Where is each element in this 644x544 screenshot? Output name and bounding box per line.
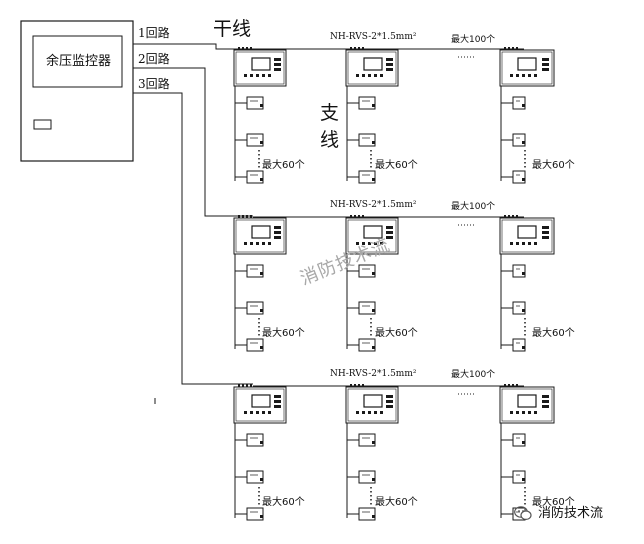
max-100-row-3: 最大100个 xyxy=(451,370,496,380)
pressure-controller-r3-c1 xyxy=(233,384,287,424)
pressure-controller-r1-c3 xyxy=(499,47,555,87)
pressure-sensor-r1-c3-2 xyxy=(501,133,526,147)
pressure-sensor-r3-c1-1 xyxy=(235,433,264,447)
max-100-row-2: 最大100个 xyxy=(451,202,496,212)
monitor-indicator xyxy=(33,119,52,130)
wechat-icon xyxy=(514,506,532,520)
loop-1-wire xyxy=(133,43,253,50)
pressure-sensor-r1-c2-1 xyxy=(347,96,376,110)
pressure-sensor-r2-c2-3 xyxy=(347,338,376,352)
pressure-sensor-r3-c2-1 xyxy=(347,433,376,447)
max-60-r3-c2: 最大60个 xyxy=(375,497,418,508)
watermark-bottom: 消防技术流 xyxy=(538,506,604,521)
monitor-display-panel xyxy=(32,35,123,88)
loop-3-label: 3回路 xyxy=(138,77,170,91)
loop-2-wire xyxy=(133,67,253,217)
max-60-r3-c1: 最大60个 xyxy=(262,497,305,508)
max-60-r2-c1: 最大60个 xyxy=(262,328,305,339)
pressure-sensor-r3-c1-2 xyxy=(235,470,264,484)
pressure-sensor-r2-c3-1 xyxy=(501,264,526,278)
cable-spec-row-1: NH-RVS-2*1.5mm² xyxy=(330,32,417,42)
pressure-sensor-r2-c2-1 xyxy=(347,264,376,278)
max-60-r2-c3: 最大60个 xyxy=(532,328,575,339)
max-60-r3-c3: 最大60个 xyxy=(532,497,575,508)
cable-spec-row-2: NH-RVS-2*1.5mm² xyxy=(330,200,417,210)
branch-label-char-2: 线 xyxy=(320,129,340,151)
pressure-sensor-r3-c3-1 xyxy=(501,433,526,447)
pressure-sensor-r1-c2-3 xyxy=(347,170,376,184)
pressure-sensor-r3-c1-3 xyxy=(235,507,264,521)
max-60-r1-c1: 最大60个 xyxy=(262,160,305,171)
max-60-r1-c3: 最大60个 xyxy=(532,160,575,171)
pressure-controller-r2-c2 xyxy=(345,215,399,255)
pressure-sensor-r3-c2-3 xyxy=(347,507,376,521)
max-60-r2-c2: 最大60个 xyxy=(375,328,418,339)
pressure-controller-r1-c2 xyxy=(345,47,399,87)
loop-1-label: 1回路 xyxy=(138,26,170,40)
pressure-sensor-r1-c3-3 xyxy=(501,170,526,184)
pressure-sensor-r1-c2-2 xyxy=(347,133,376,147)
pressure-sensor-r3-c2-2 xyxy=(347,470,376,484)
pressure-sensor-r2-c1-2 xyxy=(235,301,264,315)
pressure-sensor-r1-c1-3 xyxy=(235,170,264,184)
branch-label-char-1: 支 xyxy=(320,102,340,124)
pressure-sensor-r2-c1-3 xyxy=(235,338,264,352)
pressure-sensor-r3-c3-2 xyxy=(501,470,526,484)
cable-spec-row-3: NH-RVS-2*1.5mm² xyxy=(330,369,417,379)
pressure-controller-r3-c3 xyxy=(499,384,555,424)
trunk-line-label: 干线 xyxy=(213,18,252,40)
pressure-sensor-r2-c1-1 xyxy=(235,264,264,278)
pressure-sensor-r2-c2-2 xyxy=(347,301,376,315)
max-100-row-1: 最大100个 xyxy=(451,35,496,45)
monitor-title: 余压监控器 xyxy=(46,54,112,69)
pressure-sensor-r2-c3-3 xyxy=(501,338,526,352)
pressure-controller-r1-c1 xyxy=(233,47,287,87)
pressure-sensor-r2-c3-2 xyxy=(501,301,526,315)
loop-3-wire xyxy=(133,92,253,385)
pressure-sensor-r1-c1-2 xyxy=(235,133,264,147)
max-60-r1-c2: 最大60个 xyxy=(375,160,418,171)
loop-2-label: 2回路 xyxy=(138,52,170,66)
pressure-sensor-r1-c1-1 xyxy=(235,96,264,110)
pressure-sensor-r1-c3-1 xyxy=(501,96,526,110)
pressure-controller-r3-c2 xyxy=(345,384,399,424)
pressure-controller-r2-c1 xyxy=(233,215,287,255)
pressure-controller-r2-c3 xyxy=(499,215,555,255)
